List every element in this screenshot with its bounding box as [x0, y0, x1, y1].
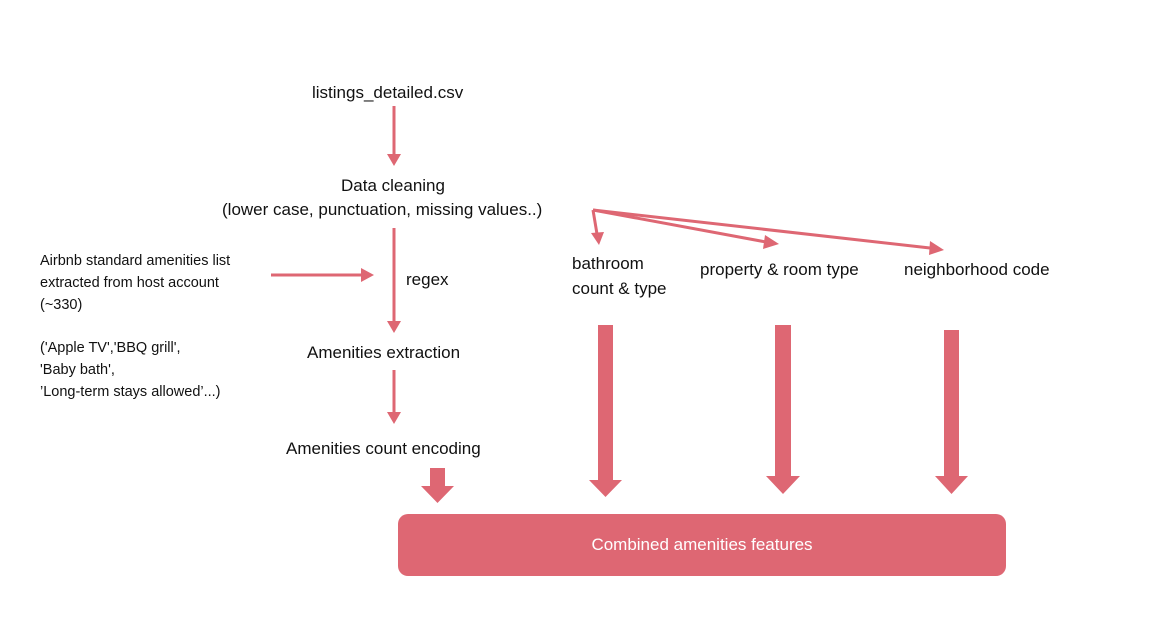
- arrow-cleaning-to-bathroom: [591, 209, 599, 235]
- arrowhead-regex: [361, 268, 374, 282]
- thin-arrows: [271, 106, 931, 413]
- cleaning-title: Data cleaning: [341, 176, 445, 195]
- bathroom-label-line2: count & type: [572, 279, 667, 298]
- property-room-type-label: property & room type: [700, 260, 859, 279]
- block-arrow-encoding: [421, 468, 454, 503]
- arrowhead-bathroom: [591, 232, 604, 245]
- neighborhood-code-label: neighborhood code: [904, 260, 1050, 279]
- amenities-examples-line3: ’Long-term stays allowed’...): [40, 384, 221, 400]
- bathroom-label-line1: bathroom: [572, 254, 644, 273]
- source-file-label: listings_detailed.csv: [312, 83, 464, 102]
- block-arrow-property: [766, 325, 800, 494]
- arrowhead-cleaning: [387, 154, 401, 166]
- block-arrow-neighborhood: [935, 330, 968, 494]
- amenities-list-note-line1: Airbnb standard amenities list: [40, 253, 231, 269]
- regex-label: regex: [406, 270, 449, 289]
- amenities-list-note-line3: (~330): [40, 297, 83, 313]
- amenities-list-note-line2: extracted from host account: [40, 275, 219, 291]
- arrow-cleaning-to-property: [592, 208, 767, 244]
- arrowhead-extraction: [387, 321, 401, 333]
- extraction-label: Amenities extraction: [307, 343, 461, 362]
- cleaning-detail: (lower case, punctuation, missing values…: [222, 200, 543, 219]
- arrowhead-neighborhood: [929, 241, 944, 255]
- arrow-cleaning-to-neighborhood: [592, 208, 931, 250]
- arrowhead-property: [763, 235, 779, 249]
- block-arrow-bathroom: [589, 325, 622, 497]
- arrowhead-encoding: [387, 412, 401, 424]
- amenities-examples-line1: ('Apple TV','BBQ grill',: [40, 340, 181, 356]
- arrow-heads: [361, 154, 944, 424]
- thick-arrows: [421, 325, 968, 503]
- combined-features-box: Combined amenities features: [398, 514, 1006, 576]
- count-encoding-label: Amenities count encoding: [286, 439, 481, 458]
- combined-features-label: Combined amenities features: [591, 535, 813, 554]
- amenities-examples-line2: 'Baby bath',: [40, 362, 115, 378]
